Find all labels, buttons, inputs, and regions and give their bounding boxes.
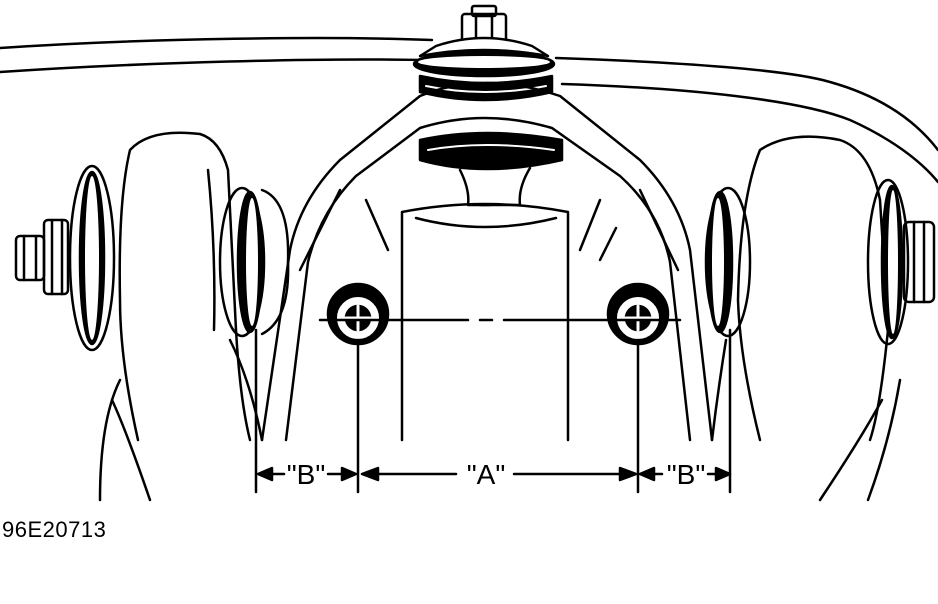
dimension-a-label: "A" <box>467 459 506 490</box>
dimension-b-left-label: "B" <box>287 459 326 490</box>
crossmember-bracket <box>260 81 714 442</box>
bracket-braces <box>364 198 618 262</box>
dimension-b-right <box>638 466 732 482</box>
left-target-hole <box>326 282 390 346</box>
left-bushing <box>68 164 290 352</box>
dimension-b-left <box>256 466 358 482</box>
right-bolt-nut <box>902 220 936 304</box>
right-control-arm <box>710 135 902 502</box>
figure-id-label: 96E20713 <box>2 517 107 542</box>
body-panel-outline <box>0 36 938 184</box>
right-target-hole <box>606 282 670 346</box>
left-control-arm <box>98 131 264 502</box>
left-bolt-nut <box>14 218 70 296</box>
upper-insulator <box>412 36 556 102</box>
right-bushing <box>704 178 910 346</box>
dimension-a <box>360 466 638 482</box>
dimension-b-right-label: "B" <box>667 459 706 490</box>
lower-insulator <box>418 131 564 207</box>
shock-absorber <box>400 202 570 442</box>
extension-lines <box>254 328 732 494</box>
